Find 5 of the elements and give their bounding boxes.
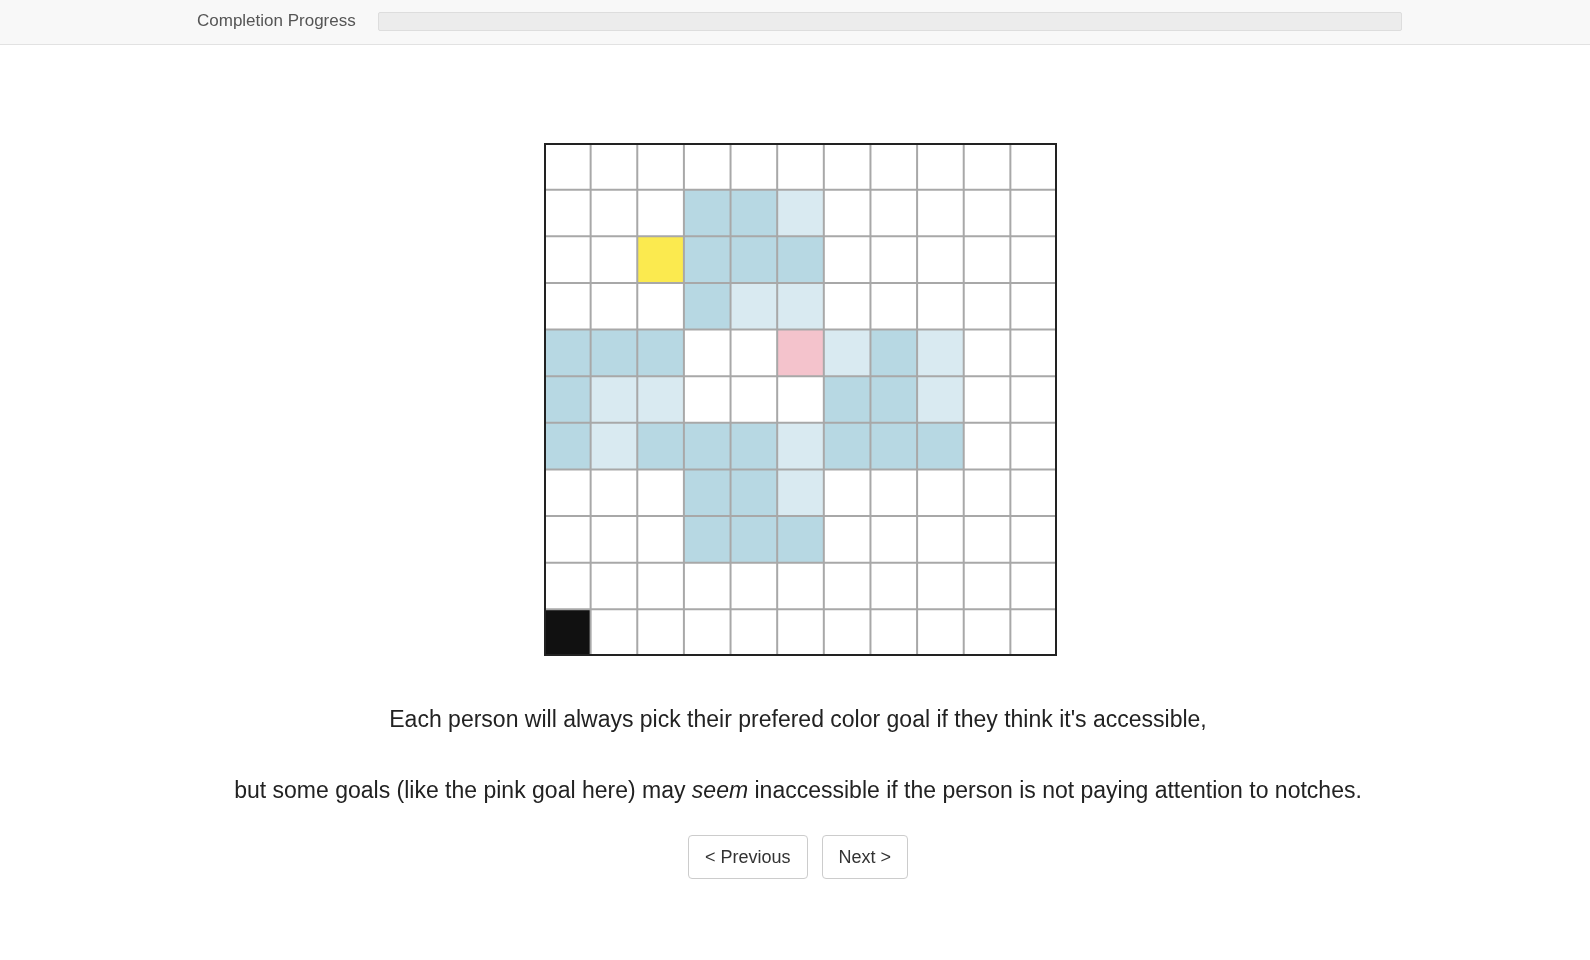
previous-button: < Previous [687,835,808,879]
progress-label: Completion Progress [197,10,356,32]
instruction-text: but some goals (like the pink goal here) may seem inaccessible if the person is not paying attention to notches. [234,776,1362,805]
next-button: Next > [821,835,909,879]
instruction-text: Each person will always pick their prefered color goal if they think it's accessible, [389,705,1207,734]
